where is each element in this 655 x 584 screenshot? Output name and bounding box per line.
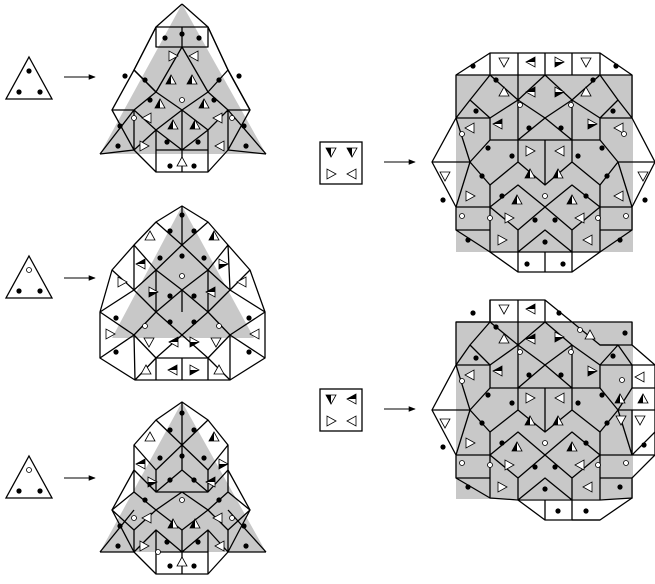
substitution-patch-2 [99, 205, 266, 381]
prototile-triangle-1 [4, 55, 54, 100]
rule-5 [319, 299, 655, 521]
rule-3 [4, 401, 267, 575]
rule-1 [4, 3, 267, 173]
rule-4 [319, 52, 655, 273]
prototile-triangle-3 [4, 454, 54, 499]
prototile-square-1 [319, 141, 363, 185]
prototile-triangle-2 [4, 254, 54, 299]
prototile-square-2 [319, 388, 363, 432]
substitution-patch-1 [99, 3, 267, 173]
substitution-patch-4 [431, 52, 655, 273]
substitution-patch-5 [431, 299, 655, 521]
rule-2 [4, 205, 266, 381]
substitution-patch-3 [99, 401, 267, 575]
